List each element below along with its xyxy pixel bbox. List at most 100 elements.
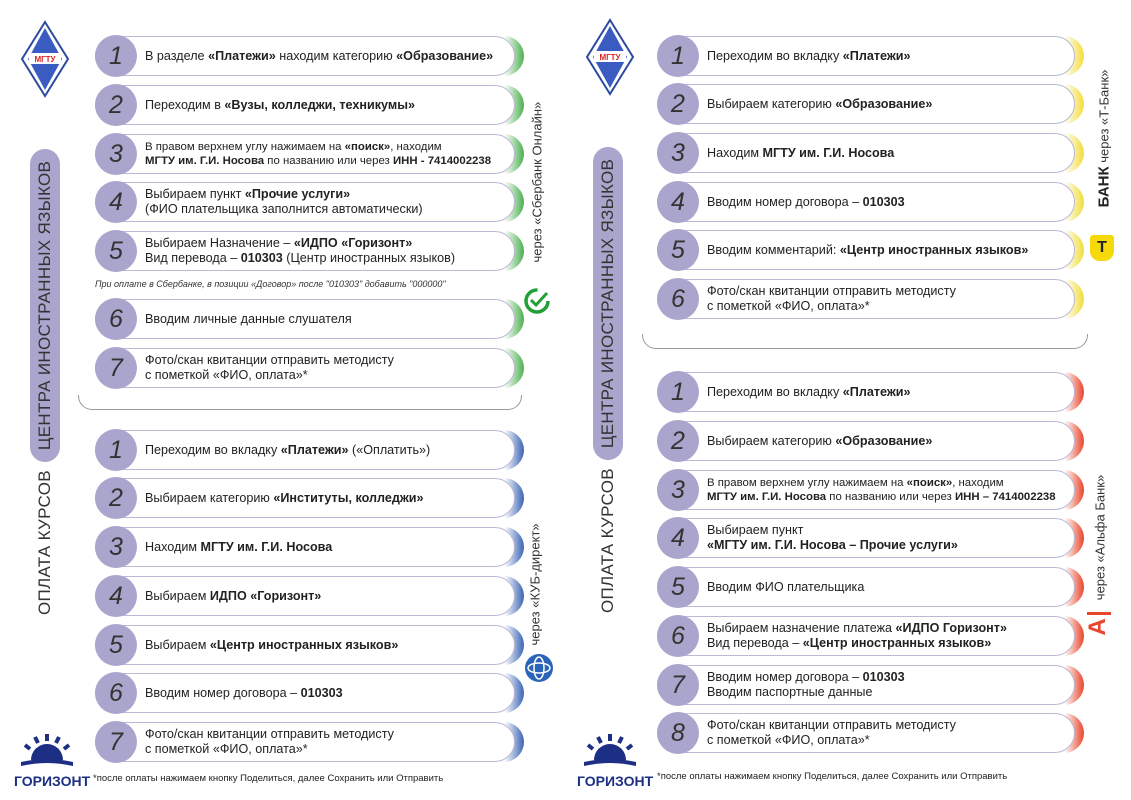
step-text-segment: Вводим ФИО плательщика <box>707 579 865 594</box>
page-title-left: ОПЛАТА КУРСОВ ЦЕНТРА ИНОСТРАННЫХ ЯЗЫКОВ <box>30 148 60 615</box>
step-text-segment: Фото/скан квитанции отправить методисту <box>707 718 956 732</box>
step-pill <box>657 182 1075 222</box>
step-text-segment: В правом верхнем углу нажимаем на <box>145 141 345 153</box>
step-text-bold: «Образование» <box>835 433 933 448</box>
step-text: Выбираем пункт«МГТУ им. Г.И. Носова – Пр… <box>707 518 1067 558</box>
step-text-segment: Вид перевода – <box>145 251 241 265</box>
step-line: МГТУ им. Г.И. Носова по названию или чер… <box>707 490 1067 504</box>
step-number: 1 <box>657 371 699 413</box>
step-number: 2 <box>657 83 699 125</box>
step-number: 4 <box>95 181 137 223</box>
step-text-segment: Переходим во вкладку <box>707 384 843 399</box>
step-text-bold: «Прочие услуги» <box>244 187 351 201</box>
step-line: Вводим ФИО плательщика <box>707 580 1067 595</box>
step-text-bold: 010303 <box>862 194 905 209</box>
step-line: Фото/скан квитанции отправить методисту <box>707 718 1067 733</box>
step-pill <box>657 421 1075 461</box>
step-text-segment: Вводим комментарий: <box>707 242 840 257</box>
step-text-segment: Фото/скан квитанции отправить методисту <box>145 353 394 367</box>
step-text-segment: Выбираем <box>145 588 210 603</box>
step-pill <box>657 518 1075 558</box>
step-text-bold: «Образование» <box>396 48 494 63</box>
step-text-bold: ИНН – 7414002238 <box>954 491 1056 503</box>
step-text-segment: Вводим личные данные слушателя <box>145 311 352 326</box>
step-text-segment: , находим <box>952 477 1004 489</box>
step-text-segment: Находим <box>707 145 763 160</box>
step-text-bold: МГТУ им. Г.И. Носова <box>145 155 265 167</box>
step-text-bold: «Центр иностранных языков» <box>839 242 1029 257</box>
tbank-logo-icon: Т <box>1090 235 1114 261</box>
step-line: Вводим номер договора – 010303 <box>707 670 1067 685</box>
step-text-segment: (Центр иностранных языков) <box>282 251 456 265</box>
divider-left <box>78 395 522 410</box>
step-text: В правом верхнем углу нажимаем на «поиск… <box>145 134 507 174</box>
step-line: Фото/скан квитанции отправить методисту <box>145 727 507 742</box>
step-pill <box>657 713 1075 753</box>
step-line: МГТУ им. Г.И. Носова по названию или чер… <box>145 154 507 168</box>
step-line: Находим МГТУ им. Г.И. Носова <box>145 540 507 555</box>
step-pill <box>657 470 1075 510</box>
step-number: 3 <box>95 133 137 175</box>
step-line: Вид перевода – «Центр иностранных языков… <box>707 636 1067 651</box>
step-line: с пометкой «ФИО, оплата»* <box>145 742 507 757</box>
step-row: 8 Фото/скан квитанции отправить методисту… <box>657 712 1084 754</box>
step-text: Выбираем пункт «Прочие услуги»(ФИО плате… <box>145 182 507 222</box>
step-pill <box>95 36 515 76</box>
step-text-bold: «Вузы, колледжи, техникумы» <box>224 97 415 112</box>
step-text-segment: Выбираем Назначение – <box>145 236 294 250</box>
step-line: с пометкой «ФИО, оплата»* <box>707 299 1067 314</box>
sber-logo-icon <box>523 287 551 320</box>
step-pill <box>95 722 515 762</box>
step-text: Вводим личные данные слушателя <box>145 299 507 339</box>
step-text: Переходим во вкладку «Платежи» <box>707 372 1067 412</box>
step-text: Переходим во вкладку «Платежи» («Оплатит… <box>145 430 507 470</box>
step-pill <box>95 85 515 125</box>
sber-bank-label: через «Сбербанк Онлайн» <box>529 101 545 263</box>
step-number: 7 <box>657 664 699 706</box>
step-text-segment: Вводим номер договора – <box>707 670 863 684</box>
step-number: 5 <box>657 566 699 608</box>
step-line: В правом верхнем углу нажимаем на «поиск… <box>707 476 1067 490</box>
step-text: Переходим в «Вузы, колледжи, техникумы» <box>145 85 507 125</box>
step-text-segment: с пометкой «ФИО, оплата»* <box>145 368 308 382</box>
svg-text:МГТУ: МГТУ <box>599 53 621 62</box>
step-number: 3 <box>657 132 699 174</box>
page-title-right: ОПЛАТА КУРСОВ ЦЕНТРА ИНОСТРАННЫХ ЯЗЫКОВ <box>593 146 623 613</box>
step-pill <box>95 527 515 567</box>
step-text-segment: В разделе <box>145 48 209 63</box>
step-number: 5 <box>95 230 137 272</box>
step-number: 6 <box>95 298 137 340</box>
step-text-segment: Выбираем назначение платежа <box>707 621 896 635</box>
step-text-segment: Переходим во вкладку <box>707 48 843 63</box>
step-line: Вводим личные данные слушателя <box>145 312 507 327</box>
step-text-segment: по названию или через <box>826 491 955 503</box>
step-number: 4 <box>657 181 699 223</box>
step-text-bold: «Платежи» <box>280 442 349 457</box>
step-text-segment: Выбираем категорию <box>145 490 274 505</box>
step-text: Находим МГТУ им. Г.И. Носова <box>707 133 1067 173</box>
step-text-segment: Выбираем категорию <box>707 96 836 111</box>
step-text: Выбираем категорию «Образование» <box>707 84 1067 124</box>
step-pill <box>657 616 1075 656</box>
step-text-bold: «МГТУ им. Г.И. Носова – Прочие услуги» <box>707 538 958 552</box>
tbank-brand: БАНК <box>1095 166 1113 208</box>
step-text-segment: Выбираем категорию <box>707 433 836 448</box>
kub-bank-label: через «КУБ-директ» <box>527 523 543 646</box>
step-number: 3 <box>95 526 137 568</box>
step-number: 6 <box>657 615 699 657</box>
step-line: Выбираем пункт <box>707 523 1067 538</box>
step-text-segment: В правом верхнем углу нажимаем на <box>707 477 907 489</box>
mgtu-logo-left: МГТУ <box>20 20 70 98</box>
step-number: 8 <box>657 712 699 754</box>
step-text-bold: «Институты, колледжи» <box>273 490 424 505</box>
